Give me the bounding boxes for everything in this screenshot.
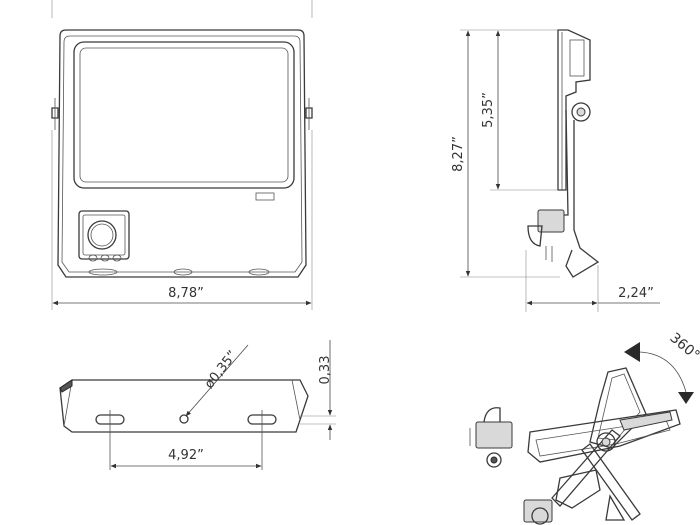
side-view — [460, 29, 660, 312]
side-depth-label: 2,24” — [618, 286, 654, 301]
hole-diameter-label: ø0,35” — [202, 348, 241, 392]
front-width-label: 8,78” — [168, 286, 204, 301]
housing-height-label: 5,35” — [481, 92, 496, 128]
front-view — [51, 0, 313, 310]
overall-height-label: 8,27” — [451, 136, 466, 172]
hole-spacing-label: 4,92” — [168, 448, 204, 463]
bracket-thickness-label: 0,33 — [318, 356, 333, 385]
bracket-view — [59, 340, 336, 470]
rotation-view — [469, 342, 694, 525]
rotation-label: 360° — [667, 330, 700, 364]
